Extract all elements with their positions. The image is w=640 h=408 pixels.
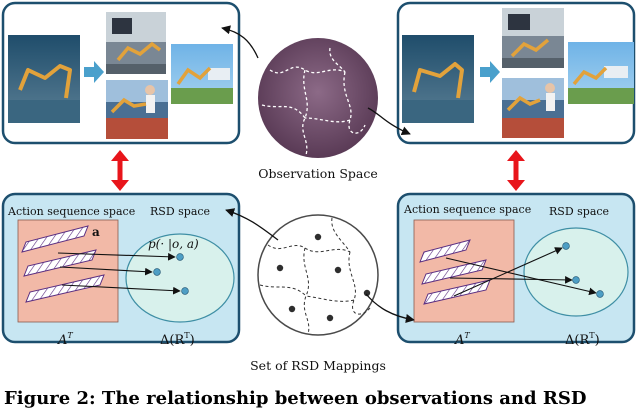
- mapping-arrow: [59, 266, 153, 276]
- set-of-rsd-mappings-label: Set of RSD Mappings: [250, 358, 386, 373]
- obs-to-left-panel-arrow: [221, 25, 259, 59]
- rsd-point: [596, 290, 604, 298]
- video-frame-3: [502, 78, 564, 138]
- rsd-point: [153, 268, 161, 276]
- rsd-space-ellipse: [523, 227, 629, 317]
- action-sequence-space-label: Action sequence space: [403, 203, 531, 216]
- rsd-point: [572, 276, 580, 284]
- action-sequence-symbol: AT: [57, 331, 73, 348]
- action-symbol-a: a: [92, 225, 100, 239]
- action-sequence-segments: [21, 225, 105, 303]
- video-frame-3: [106, 80, 168, 139]
- right-double-arrow: [507, 150, 525, 191]
- action-sequence-box: [413, 219, 515, 323]
- rsd-space-label: RSD space: [549, 205, 609, 218]
- conditional-probability-label: p(· |o, a): [148, 237, 199, 251]
- action-sequence-space-label: Action sequence space: [7, 205, 135, 218]
- video-frame-1: [502, 8, 564, 68]
- action-sequence-segments: [419, 239, 491, 305]
- mapping-arrow: [449, 276, 573, 284]
- rsd-space-label: RSD space: [150, 205, 210, 218]
- bottom-right-panel: Action sequence space RSD space: [396, 192, 636, 344]
- observation-space-circle: [258, 38, 378, 158]
- rsd-point: [176, 253, 184, 261]
- observation-space-label: Observation Space: [258, 166, 378, 181]
- mapping-arrow: [57, 252, 176, 261]
- action-sequence-symbol: AT: [454, 331, 470, 348]
- rsd-distribution-symbol: Δ(RT): [565, 331, 600, 348]
- mapping-to-right-panel-arrow: [365, 293, 415, 324]
- agent-observation-image: [402, 35, 474, 123]
- obs-to-right-panel-arrow: [367, 107, 411, 136]
- bottom-left-panel: Action sequence space RSD space a p(· |o…: [1, 192, 241, 344]
- rsd-point: [181, 287, 189, 295]
- figure-caption: Figure 2: The relationship between obser…: [4, 388, 586, 408]
- mapping-arrow: [445, 257, 597, 296]
- top-left-panel: [1, 1, 241, 145]
- step-arrow: [480, 61, 500, 83]
- rsd-point: [562, 242, 570, 250]
- rsd-distribution-symbol: Δ(RT): [160, 331, 195, 348]
- step-arrow: [84, 61, 104, 83]
- mapping-arrow: [453, 247, 563, 297]
- mapping-to-left-panel-arrow: [225, 208, 279, 241]
- video-frame-2: [568, 42, 634, 104]
- top-right-panel: [396, 1, 636, 145]
- rsd-mappings-circle: [257, 214, 379, 336]
- mapping-arrow: [61, 284, 181, 295]
- left-double-arrow: [111, 150, 129, 191]
- agent-observation-image: [8, 35, 80, 123]
- video-frame-1: [106, 12, 166, 74]
- video-frame-2: [171, 44, 233, 104]
